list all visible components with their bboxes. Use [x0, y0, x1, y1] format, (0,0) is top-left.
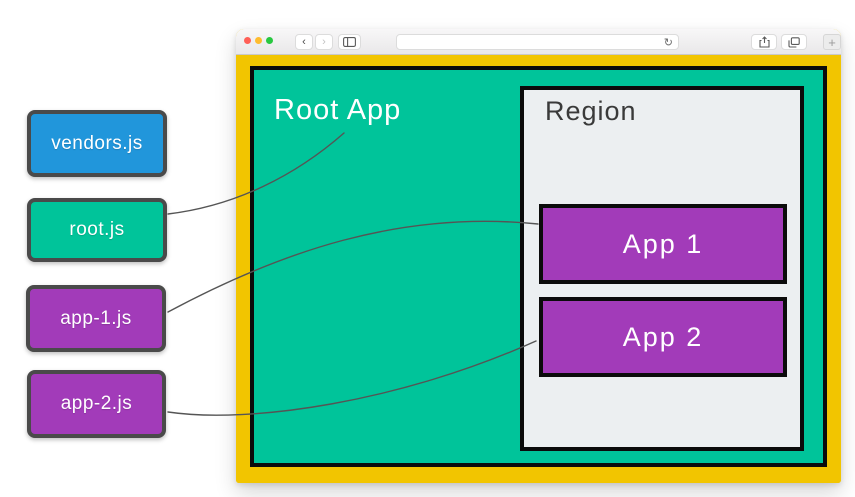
browser-viewport: Root App Region App 1 App 2: [236, 55, 841, 483]
file-box-app-2-js: app-2.js: [27, 370, 166, 438]
app-2-box: App 2: [539, 297, 787, 377]
forward-button[interactable]: ›: [315, 34, 333, 50]
share-button[interactable]: [751, 34, 777, 50]
tab-overview-button[interactable]: [781, 34, 807, 50]
app-1-label: App 1: [622, 228, 704, 259]
file-label-root-js: root.js: [69, 219, 125, 240]
sidebar-icon: [343, 37, 356, 47]
back-button[interactable]: ‹: [295, 34, 313, 50]
browser-window: ‹ › ↻: [236, 29, 841, 483]
file-label-app-2-js: app-2.js: [60, 393, 133, 414]
file-box-app-1-js: app-1.js: [26, 285, 166, 352]
minimize-window-icon[interactable]: [255, 37, 262, 44]
root-app-label: Root App: [274, 94, 402, 126]
address-bar[interactable]: ↻: [396, 34, 679, 50]
region-label: Region: [545, 96, 637, 126]
file-box-vendors-js: vendors.js: [27, 110, 167, 177]
file-label-vendors-js: vendors.js: [51, 132, 143, 154]
app-2-label: App 2: [622, 321, 704, 352]
file-box-root-js: root.js: [27, 198, 167, 262]
zoom-window-icon[interactable]: [266, 37, 273, 44]
share-icon: [758, 36, 770, 48]
browser-toolbar: ‹ › ↻: [236, 29, 841, 55]
reload-icon[interactable]: ↻: [663, 37, 673, 49]
file-label-app-1-js: app-1.js: [60, 307, 132, 329]
app-1-box: App 1: [539, 204, 787, 284]
close-window-icon[interactable]: [244, 37, 251, 44]
new-tab-button[interactable]: +: [823, 34, 841, 50]
region-container: Region App 1 App 2: [520, 86, 804, 451]
sidebar-toggle-button[interactable]: [338, 34, 361, 50]
tabs-icon: [788, 36, 800, 48]
root-app-container: Root App Region App 1 App 2: [250, 66, 827, 467]
